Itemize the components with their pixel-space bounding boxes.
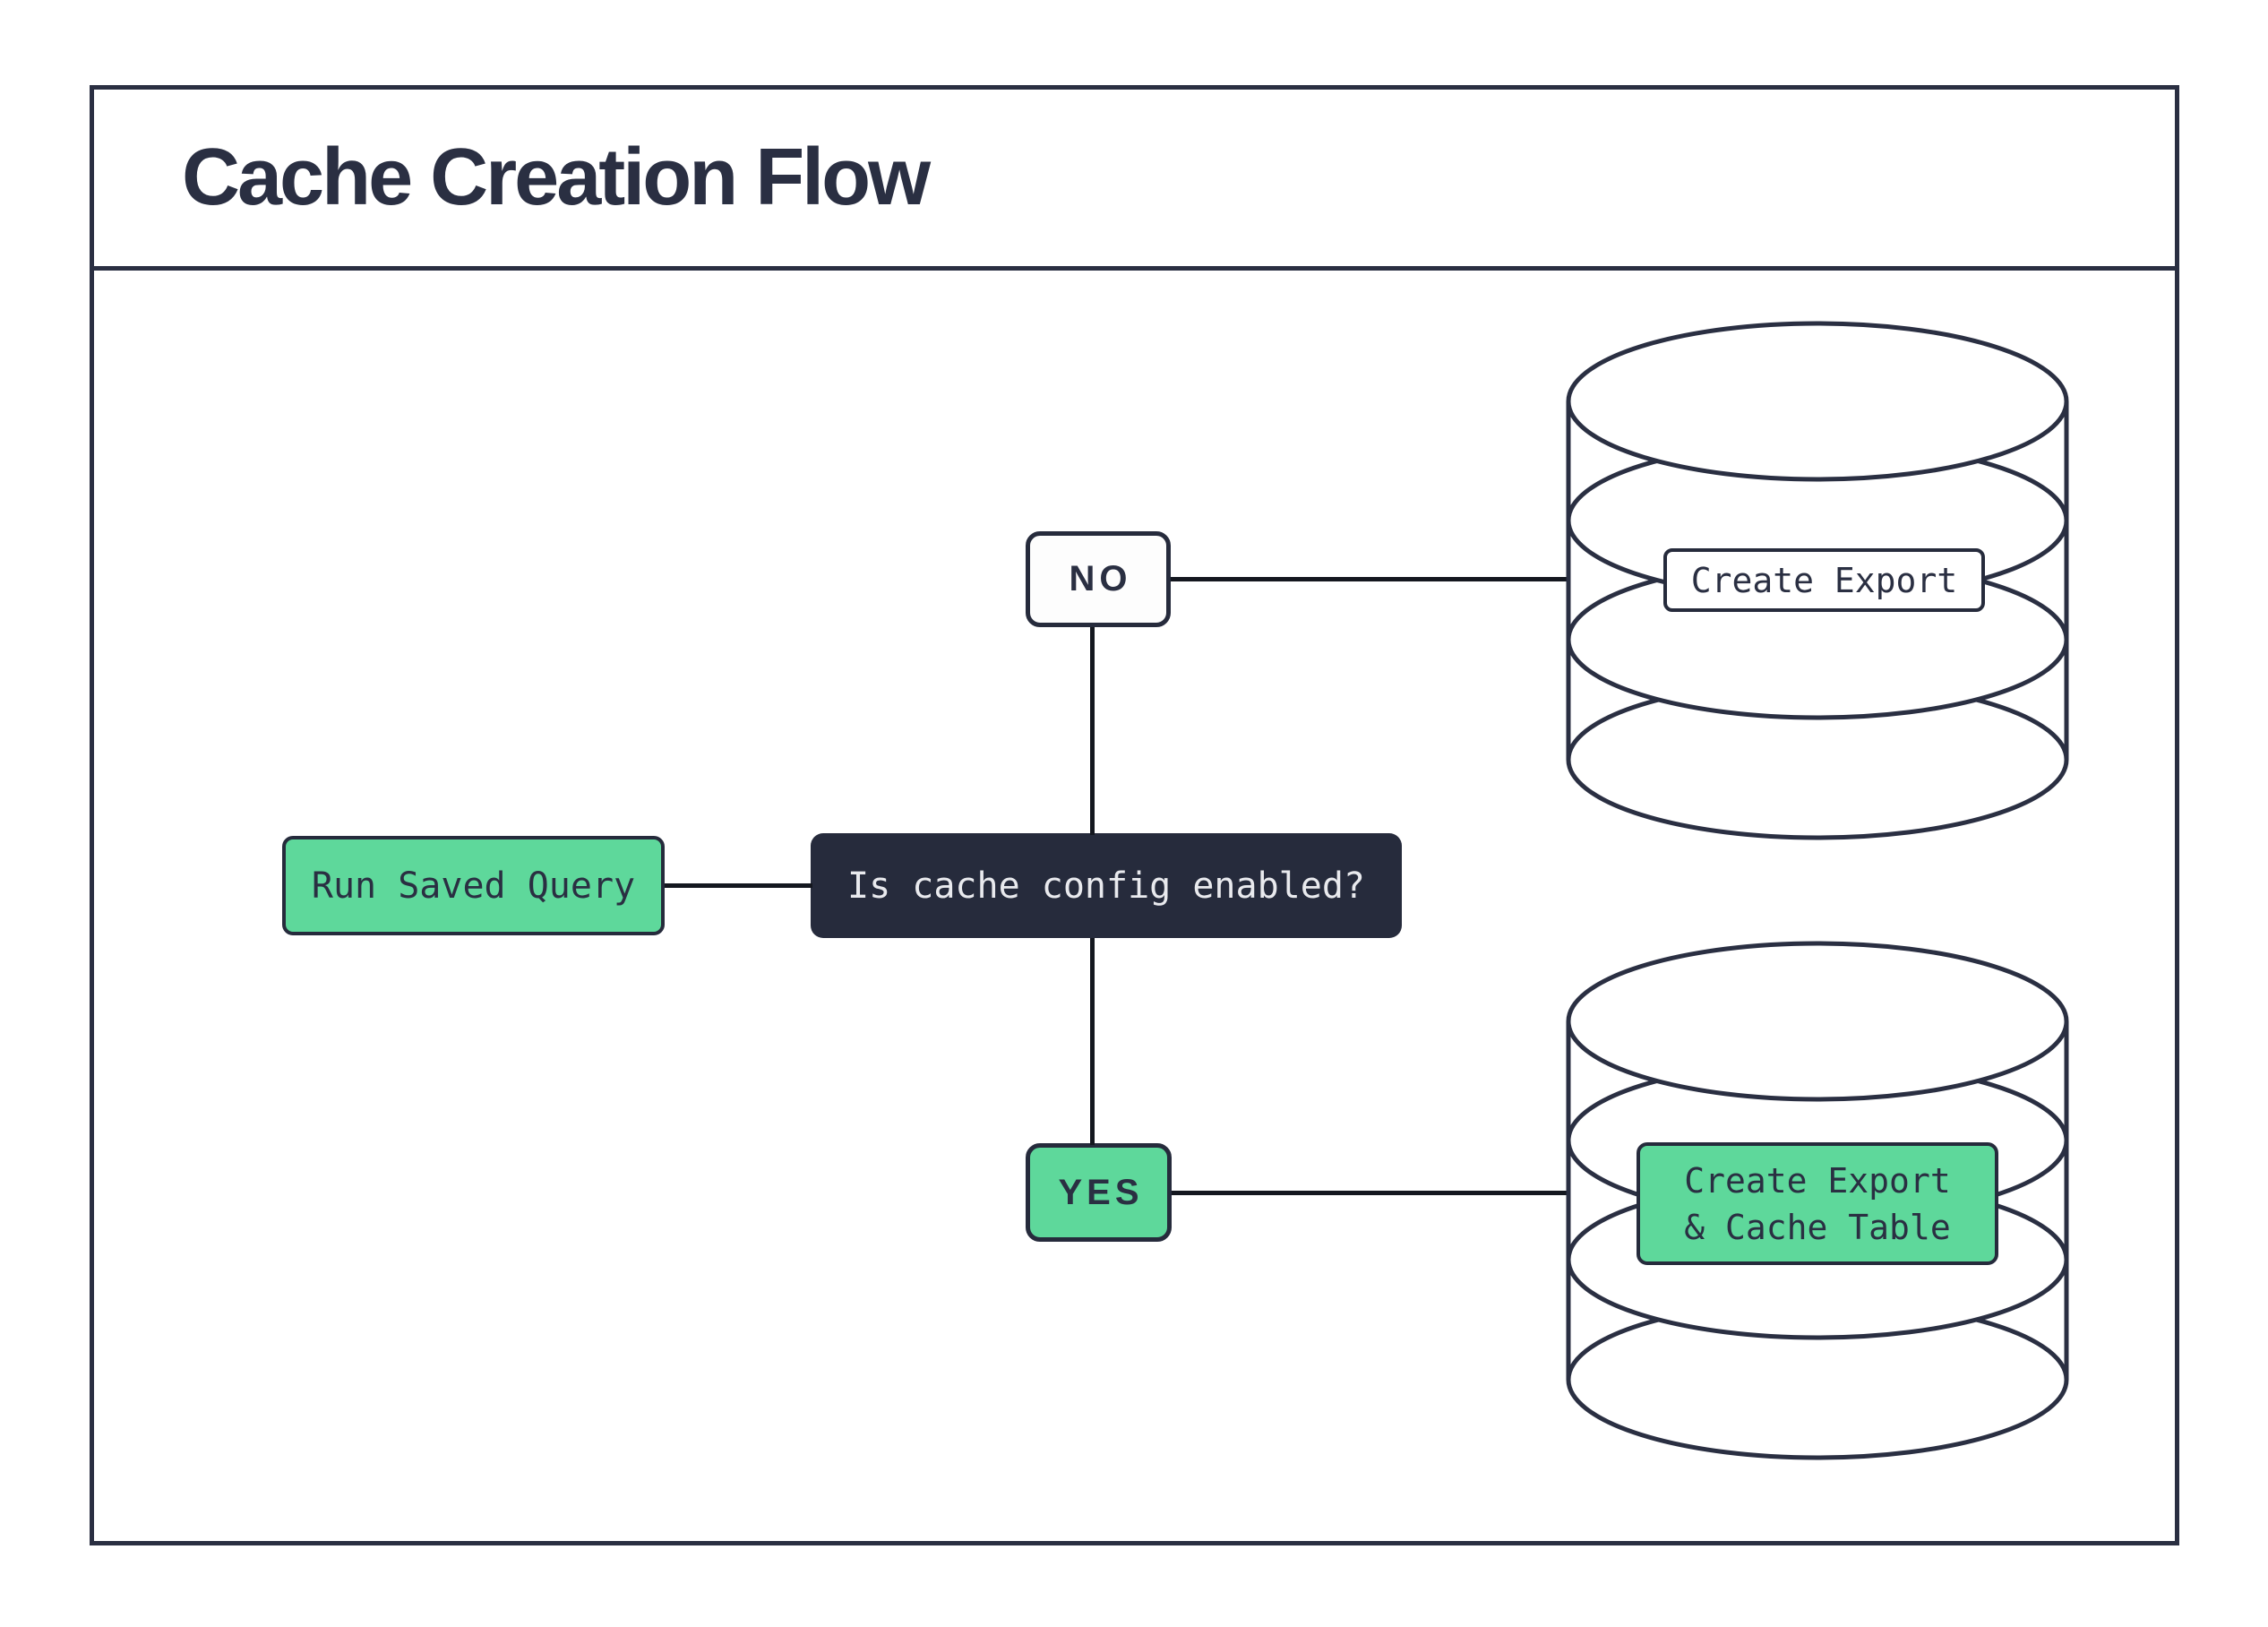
node-create-export-cache-table-line1: Create Export — [1684, 1160, 1951, 1201]
page-title: Cache Creation Flow — [182, 133, 931, 222]
node-cache-config-decision-label: Is cache config enabled? — [847, 865, 1365, 907]
connector-start-to-decision — [665, 883, 812, 888]
diagram-header: Cache Creation Flow — [94, 90, 2175, 271]
node-cache-config-decision: Is cache config enabled? — [811, 833, 1402, 938]
node-create-export: Create Export — [1663, 548, 1985, 612]
connector-decision-to-no — [1090, 627, 1095, 835]
branch-yes-label: YES — [1058, 1172, 1144, 1212]
connector-no-to-database — [1171, 577, 1567, 581]
branch-no-label: NO — [1069, 559, 1132, 598]
connector-yes-to-database — [1172, 1191, 1568, 1195]
connector-decision-to-yes — [1090, 938, 1095, 1145]
node-run-saved-query: Run Saved Query — [282, 836, 665, 935]
branch-no: NO — [1026, 531, 1171, 627]
node-create-export-cache-table: Create Export & Cache Table — [1637, 1142, 1998, 1265]
node-run-saved-query-label: Run Saved Query — [311, 865, 636, 907]
node-create-export-label: Create Export — [1690, 560, 1958, 600]
node-create-export-cache-table-line2: & Cache Table — [1684, 1207, 1951, 1247]
branch-yes: YES — [1026, 1143, 1172, 1242]
